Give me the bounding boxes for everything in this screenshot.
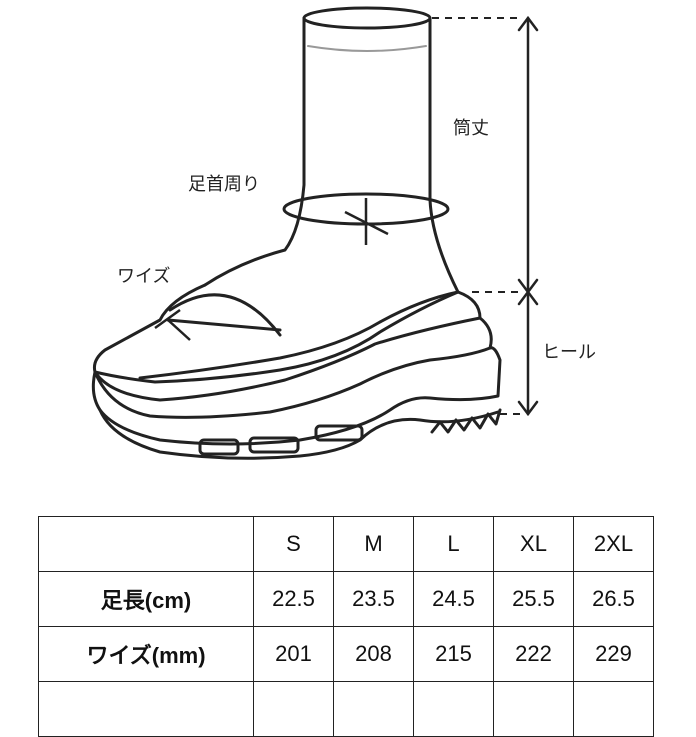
table-cell xyxy=(573,681,654,737)
table-cell: 222 xyxy=(493,626,574,682)
table-row: 足長(cm) 22.5 23.5 24.5 25.5 26.5 xyxy=(38,571,654,627)
sole-cutout-1 xyxy=(198,438,240,456)
boot-shaft-back xyxy=(428,16,460,294)
shaft-top-band xyxy=(307,45,427,52)
table-row xyxy=(38,681,654,737)
table-cell: 23.5 xyxy=(333,571,414,627)
size-col-s: S xyxy=(253,516,334,572)
row-label-partial xyxy=(38,681,254,737)
sole-middle xyxy=(91,346,502,446)
width-label: ワイズ xyxy=(117,266,170,287)
table-cell: 22.5 xyxy=(253,571,334,627)
heel-label: ヒール xyxy=(542,342,596,363)
table-cell: 215 xyxy=(413,626,494,682)
boot-toe xyxy=(93,283,482,384)
table-cell xyxy=(413,681,494,737)
boot-shaft xyxy=(203,16,306,287)
size-table: S M L XL 2XL 足長(cm) 22.5 23.5 24.5 25.5 … xyxy=(38,516,654,737)
width-line xyxy=(166,318,282,332)
table-cell: 229 xyxy=(573,626,654,682)
heel-arrow-top xyxy=(517,289,539,306)
table-row: ワイズ(mm) 201 208 215 222 229 xyxy=(38,626,654,682)
size-col-l: L xyxy=(413,516,494,572)
shaft-top-opening xyxy=(302,6,432,30)
sole-bottom xyxy=(98,408,500,460)
sole-cutout-2 xyxy=(248,436,300,454)
upper-inner-curve xyxy=(138,290,460,380)
table-cell: 208 xyxy=(333,626,414,682)
width-cross-mark xyxy=(154,308,191,341)
size-col-m: M xyxy=(333,516,414,572)
size-guide-diagram: 筒丈 足首周り ワイズ ヒール S M L XL 2XL 足長(cm) 22.5… xyxy=(38,6,654,737)
table-cell: 24.5 xyxy=(413,571,494,627)
size-table-corner xyxy=(38,516,254,572)
table-cell: 201 xyxy=(253,626,334,682)
table-cell xyxy=(493,681,574,737)
row-label-width: ワイズ(mm) xyxy=(38,626,254,682)
table-cell: 25.5 xyxy=(493,571,574,627)
heel-arrow-bottom xyxy=(517,400,539,417)
ankle-label: 足首周り xyxy=(188,174,260,195)
row-label-foot-length: 足長(cm) xyxy=(38,571,254,627)
heel-tread xyxy=(430,408,502,434)
boot-illustration: 筒丈 足首周り ワイズ ヒール xyxy=(91,6,596,460)
sole-cutout-3 xyxy=(314,424,364,442)
table-cell xyxy=(333,681,414,737)
shaft-height-label: 筒丈 xyxy=(453,118,489,139)
sole-upper xyxy=(93,316,493,419)
size-header-row: S M L XL 2XL xyxy=(38,516,654,572)
width-arc xyxy=(168,293,282,337)
ankle-cross-mark xyxy=(344,198,389,245)
size-col-2xl: 2XL xyxy=(573,516,654,572)
shaft-arrow-top xyxy=(517,15,539,32)
size-col-xl: XL xyxy=(493,516,574,572)
table-cell: 26.5 xyxy=(573,571,654,627)
table-cell xyxy=(253,681,334,737)
